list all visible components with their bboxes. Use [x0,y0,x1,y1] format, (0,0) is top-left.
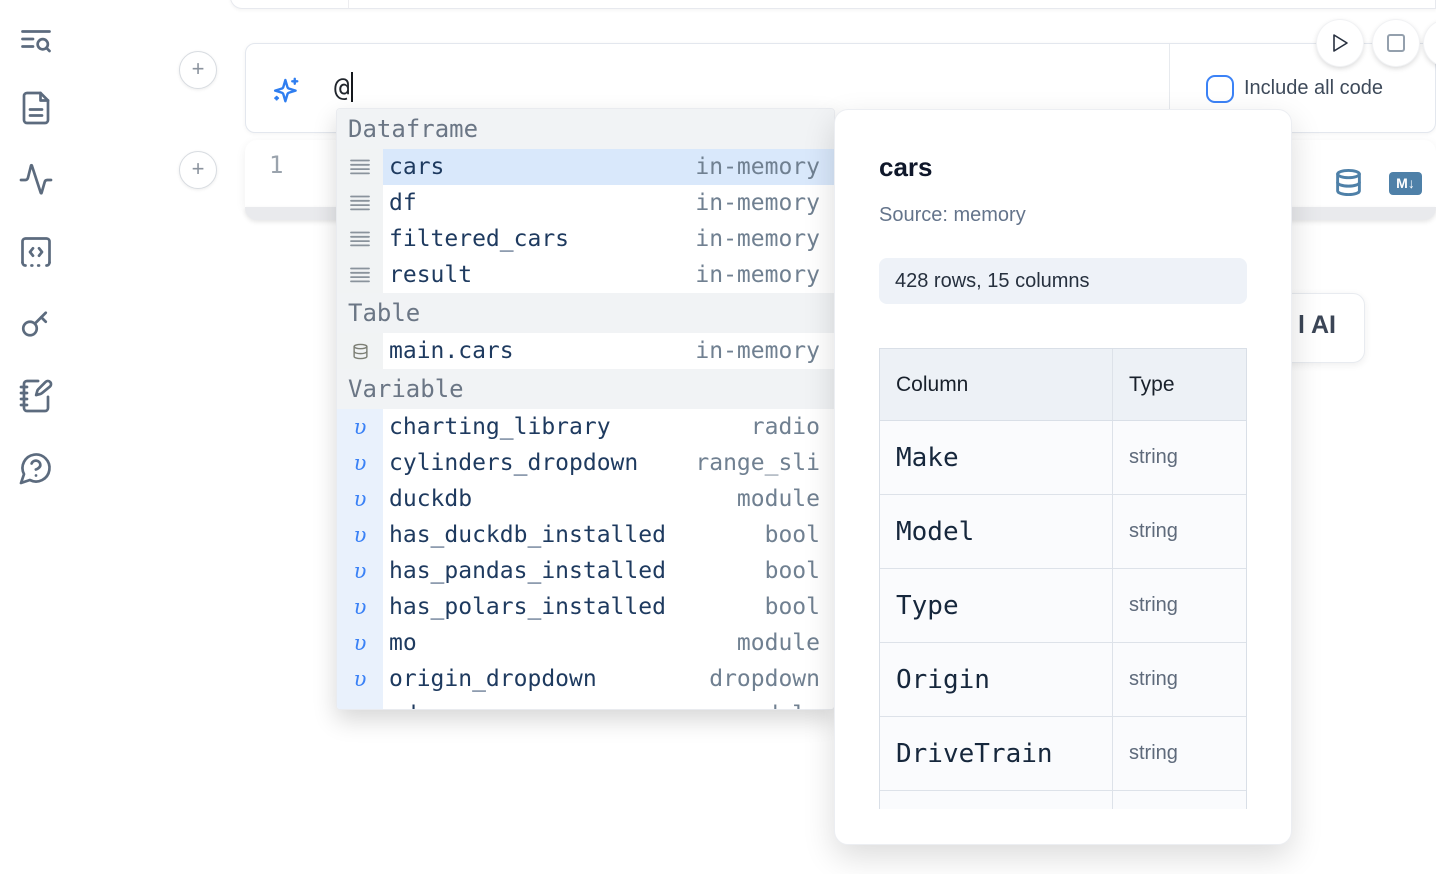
table-row: Make string [880,421,1246,495]
schema-table: Column Type Make string Model string Typ… [879,348,1247,809]
line-number: 1 [269,151,284,179]
variable-icon: υ [353,414,367,439]
file-document-icon[interactable] [18,90,54,126]
panel-divider [1169,44,1170,132]
shape-badge: 428 rows, 15 columns [879,258,1247,304]
text-cursor [350,72,353,102]
section-header-variable: Variable [337,369,834,409]
variable-icon: υ [353,522,367,547]
database-icon[interactable] [1334,168,1363,199]
table-row-partial [880,791,1246,809]
play-icon [1333,34,1348,52]
include-all-code-label[interactable]: Include all code [1244,77,1383,99]
scratchpad-icon[interactable] [18,378,54,414]
autocomplete-item-pd[interactable]: υ pdmodule [337,697,834,709]
dataframe-icon [350,195,370,211]
stop-cell-button[interactable] [1373,20,1419,66]
preview-title: cars [879,152,933,182]
table-row: DriveTrain string [880,717,1246,791]
ai-card-label: l AI [1298,311,1336,339]
variable-icon: υ [353,450,367,475]
variable-icon: υ [354,704,367,709]
include-all-code-checkbox[interactable] [1206,75,1234,103]
stop-icon [1387,34,1405,52]
code-snippet-icon[interactable] [18,234,54,270]
more-run-button[interactable] [1424,20,1436,66]
dataframe-preview-panel: cars Source: memory 428 rows, 15 columns… [834,109,1292,845]
section-header-table: Table [337,293,834,333]
section-header-dataframe: Dataframe [337,109,834,149]
activity-icon[interactable] [18,162,54,198]
variable-icon: υ [353,630,367,655]
key-icon[interactable] [18,306,54,342]
dataframe-icon [350,231,370,247]
help-chat-icon[interactable] [18,450,54,486]
column-header: Column [880,349,1113,420]
add-cell-button-bottom[interactable]: + [179,151,217,189]
list-search-icon[interactable] [18,24,54,60]
preview-source: Source: memory [879,204,1026,226]
variable-icon: υ [353,558,367,583]
add-cell-button-top[interactable]: + [179,51,217,89]
previous-cell-edge [230,0,1436,9]
variable-icon: υ [353,486,367,511]
table-row: Origin string [880,643,1246,717]
markdown-icon[interactable]: M↓ [1389,172,1422,195]
run-cell-button[interactable] [1317,20,1363,66]
table-icon [352,343,368,359]
variable-icon: υ [353,594,367,619]
ai-prompt-input[interactable]: @ [334,72,353,103]
variable-icon: υ [353,666,367,691]
table-row: Type string [880,569,1246,643]
dataframe-icon [350,159,370,175]
dataframe-icon [350,267,370,283]
schema-table-header: Column Type [880,349,1246,421]
sparkles-icon [271,75,301,105]
type-header: Type [1129,372,1175,396]
table-row: Model string [880,495,1246,569]
